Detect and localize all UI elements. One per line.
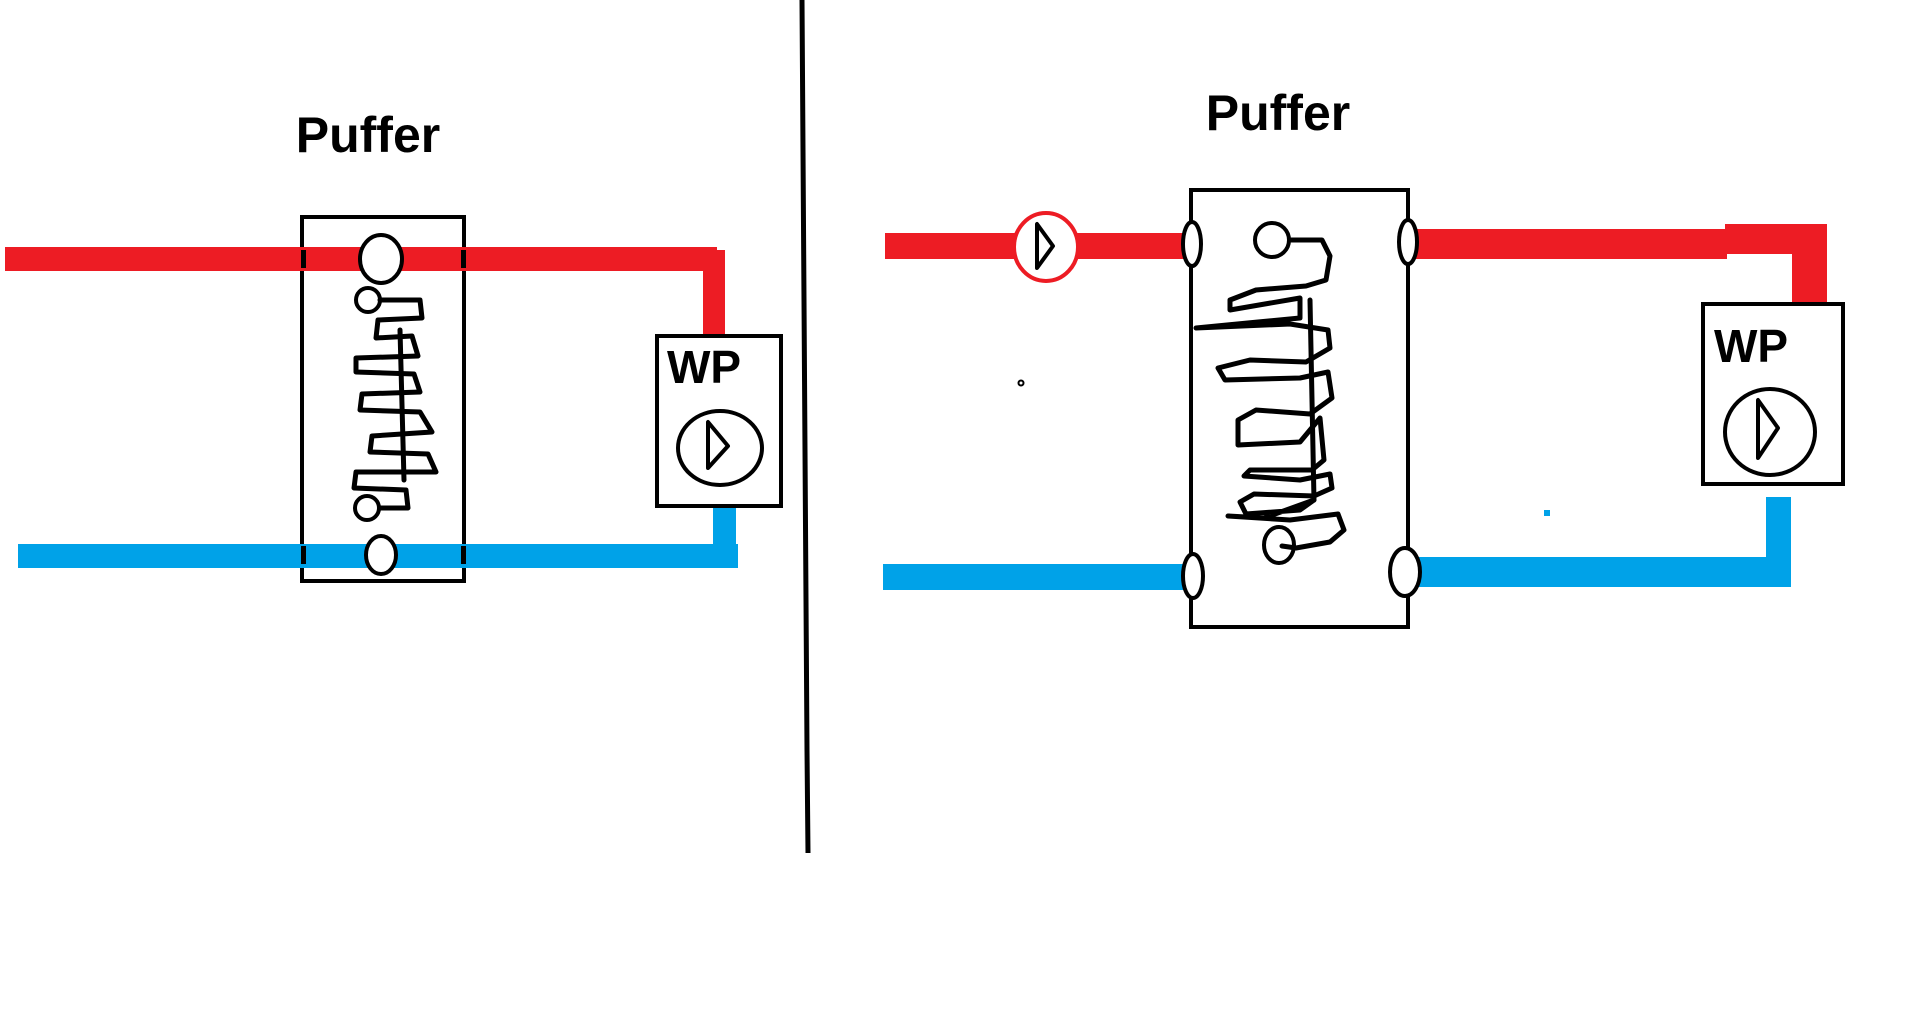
stray-blue-dot bbox=[1544, 510, 1550, 516]
right-tank-port-left-top bbox=[1181, 220, 1203, 268]
left-coil-spine bbox=[397, 327, 407, 483]
left-heat-pump-label: WP bbox=[667, 341, 741, 393]
left-pump-icon bbox=[676, 409, 764, 487]
left-title: Puffer bbox=[296, 107, 440, 163]
left-tank-top-port bbox=[358, 233, 404, 285]
right-title: Puffer bbox=[1206, 85, 1350, 141]
right-tank-port-left-bottom bbox=[1181, 552, 1205, 600]
right-coil-outlet bbox=[1262, 525, 1296, 565]
right-return-pipe bbox=[883, 497, 1791, 590]
left-coil-inlet bbox=[354, 286, 382, 314]
right-tank-port-right-top bbox=[1397, 218, 1419, 266]
stray-dot bbox=[1017, 379, 1025, 387]
right-tank-port-right-bottom bbox=[1388, 546, 1422, 598]
right-coil-spine bbox=[1307, 297, 1317, 503]
left-tank-wall-marks bbox=[301, 250, 466, 564]
left-diagram: Puffer WP bbox=[5, 107, 783, 583]
right-heat-pump-label: WP bbox=[1714, 320, 1788, 372]
right-external-circulation-pump-icon bbox=[1012, 211, 1080, 283]
left-heat-exchanger-coil bbox=[351, 297, 439, 511]
right-diagram: Puffer bbox=[883, 85, 1845, 629]
right-coil-inlet bbox=[1253, 221, 1291, 259]
divider-line bbox=[799, 0, 811, 854]
right-pump-icon bbox=[1723, 387, 1817, 477]
right-buffer-tank bbox=[1189, 188, 1410, 629]
right-supply-pipe bbox=[885, 224, 1827, 314]
left-coil-outlet bbox=[353, 494, 381, 522]
left-tank-bottom-port bbox=[364, 534, 398, 576]
